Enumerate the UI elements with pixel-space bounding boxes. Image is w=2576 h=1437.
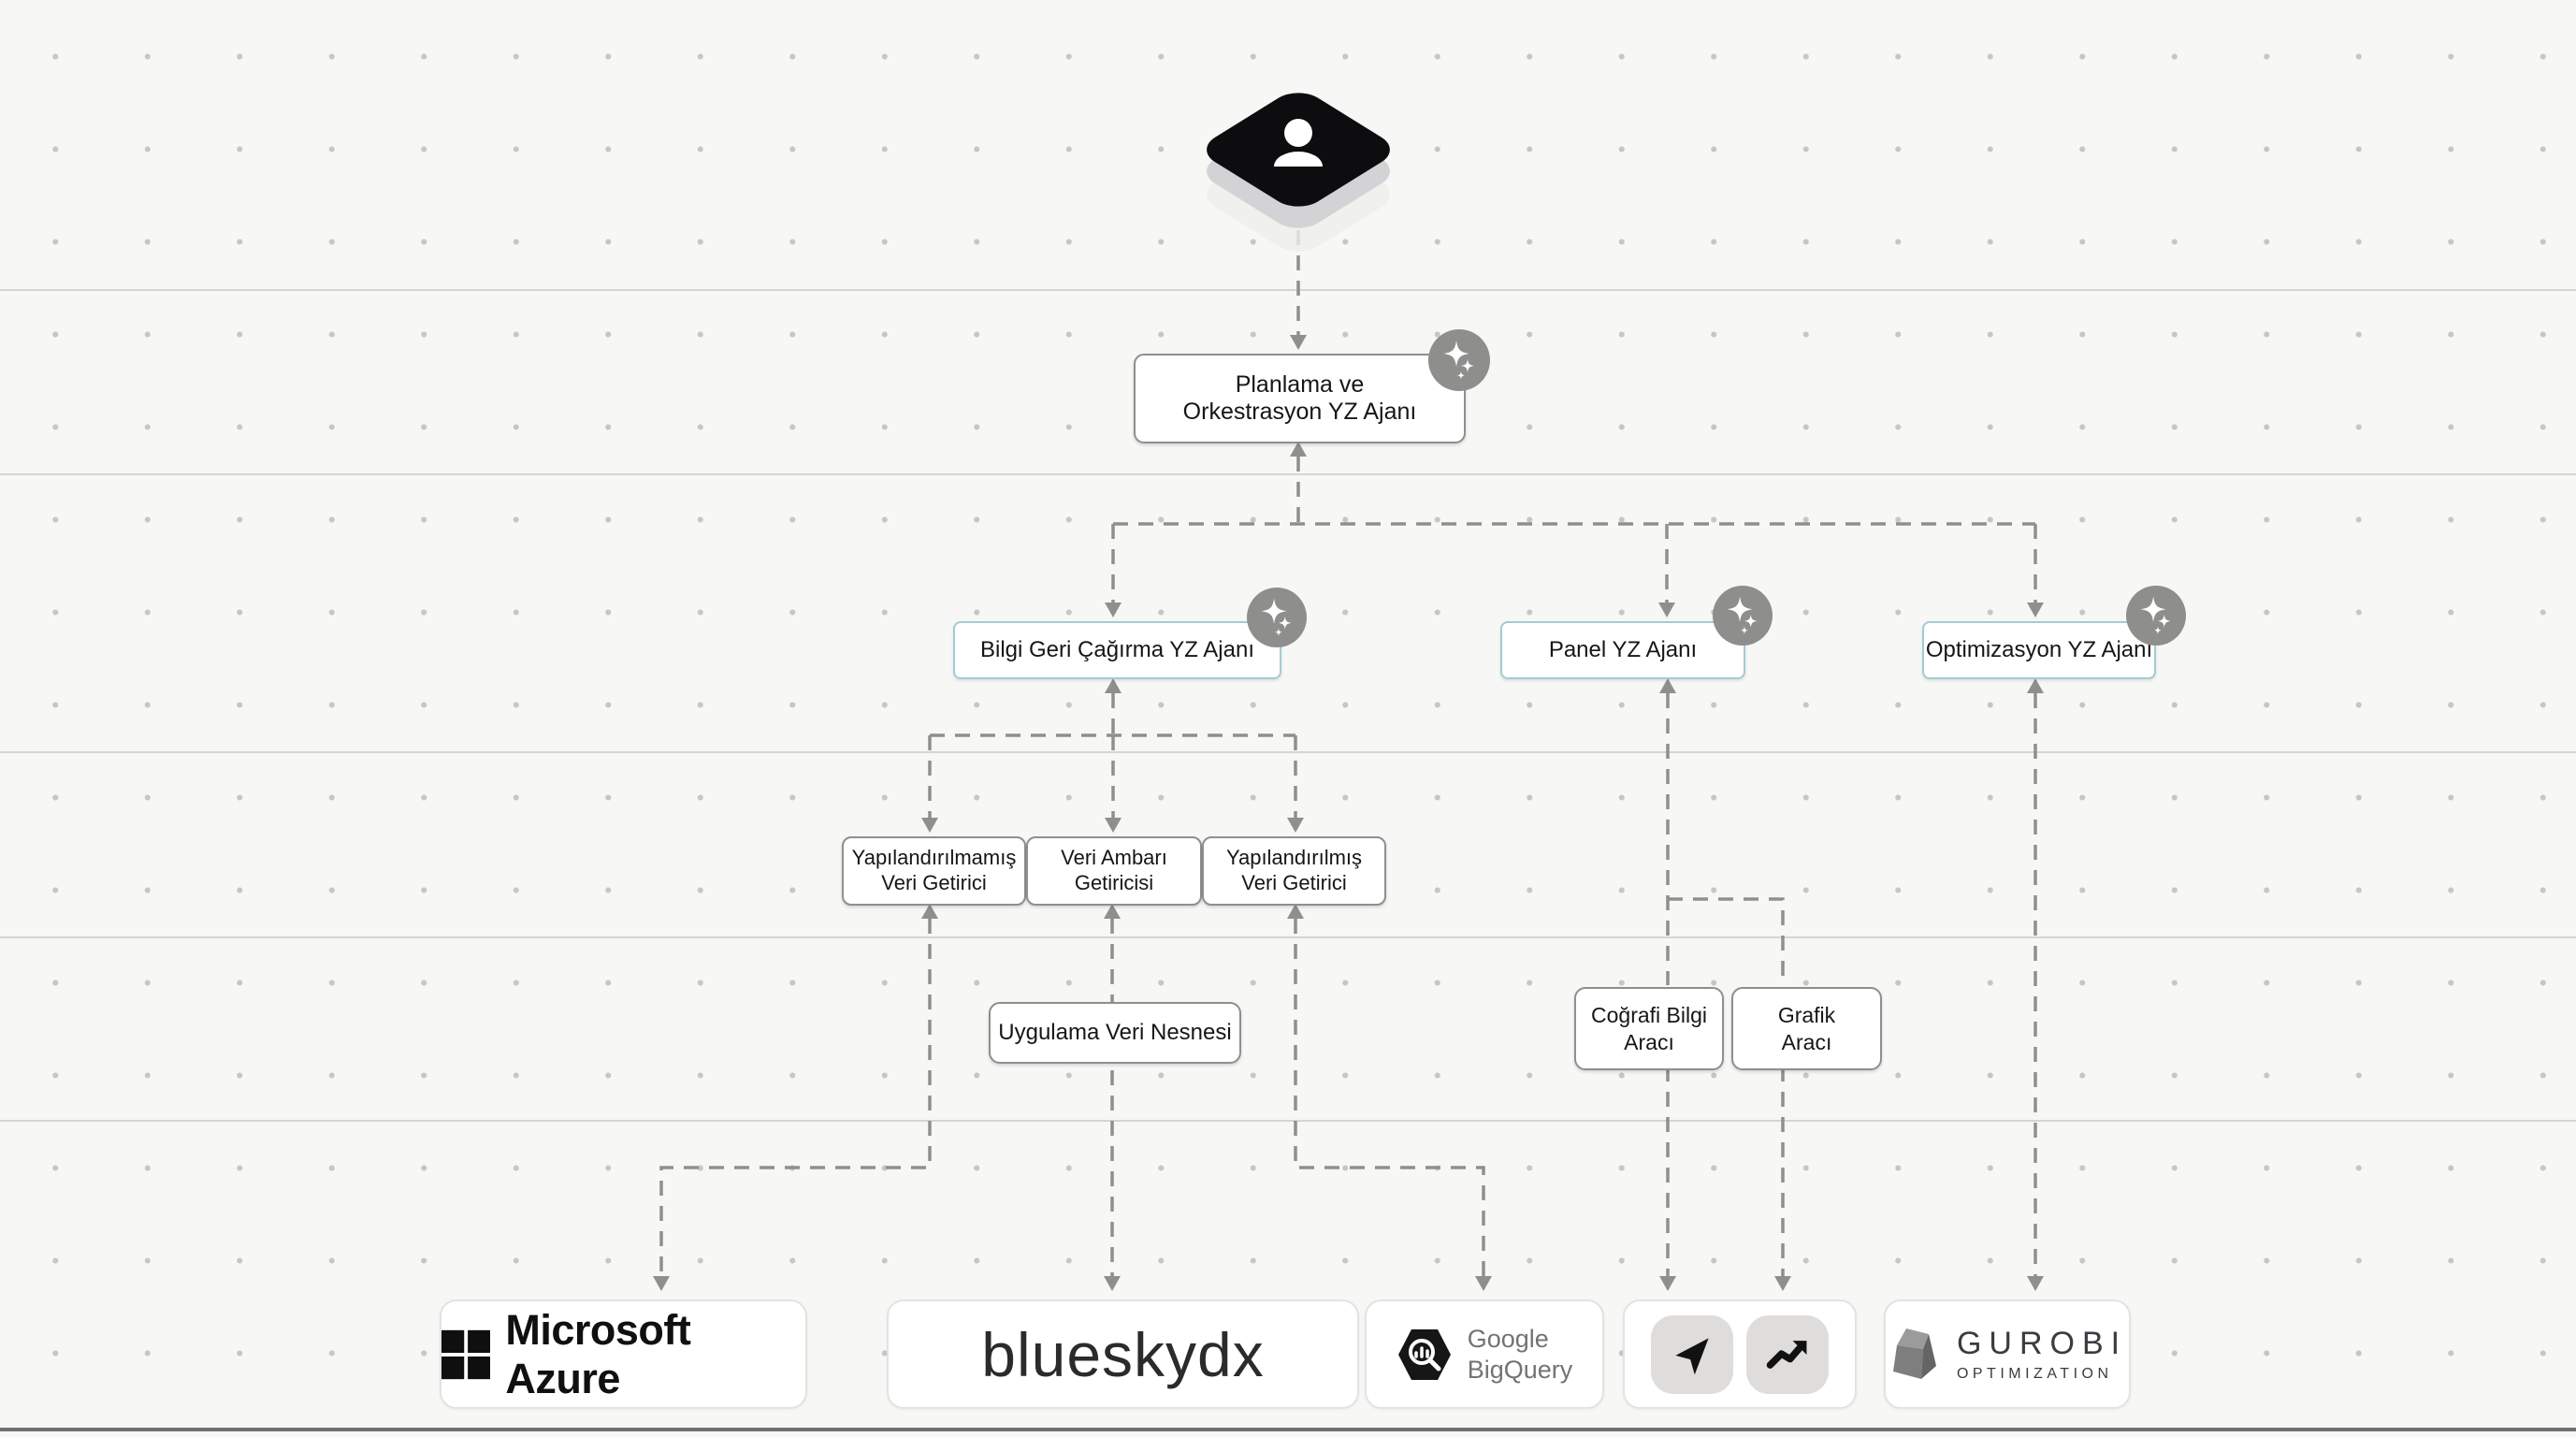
user-icon[interactable]: [1186, 45, 1411, 260]
microsoft-azure-card[interactable]: Microsoft Azure: [440, 1299, 807, 1409]
panel-agent-label: Panel YZ Ajanı: [1548, 636, 1698, 662]
connector-unstructured-to-azure: [659, 919, 932, 1276]
map-chart-tiles-card[interactable]: [1623, 1299, 1857, 1409]
orchestrator-agent-node[interactable]: Planlama ve Orkestrasyon YZ Ajanı: [1134, 354, 1466, 443]
gurobi-gem-icon: [1892, 1328, 1936, 1379]
fetcher-label: Getiricisi: [1074, 871, 1154, 894]
connector-panel-agent-to-tools: [1666, 693, 1785, 985]
google-bigquery-card[interactable]: Google BigQuery: [1365, 1299, 1604, 1409]
connector-structured-to-bigquery: [1294, 919, 1485, 1276]
warehouse-fetcher-node[interactable]: Veri Ambarı Getiricisi: [1026, 836, 1202, 906]
fetcher-label: Veri Ambarı: [1061, 846, 1167, 870]
connector-retrieval-agent-to-fetchers: [928, 693, 1297, 818]
navigation-icon: [1675, 1337, 1709, 1374]
unstructured-fetcher-node[interactable]: Yapılandırılmamış Veri Getirici: [842, 836, 1026, 906]
retrieval-agent-node[interactable]: Bilgi Geri Çağırma YZ Ajanı: [953, 621, 1281, 679]
bigquery-logo-text-line1: Google: [1467, 1324, 1549, 1353]
tool-label: Coğrafi Bilgi: [1591, 1002, 1707, 1027]
data-object-label: Uygulama Veri Nesnesi: [998, 1019, 1232, 1045]
application-data-object-node[interactable]: Uygulama Veri Nesnesi: [989, 1002, 1241, 1064]
connector-tools-to-tiles: [1666, 1067, 1785, 1276]
orchestrator-label-line1: Planlama ve: [1235, 370, 1365, 398]
microsoft-logo-icon: [441, 1329, 491, 1379]
tool-label: Aracı: [1781, 1029, 1832, 1054]
arrowheads: [653, 335, 2044, 1291]
fetcher-label: Yapılandırılmamış: [851, 846, 1017, 870]
section-rule: [0, 289, 2576, 291]
trending-up-icon: [1766, 1340, 1807, 1369]
trending-up-tile[interactable]: [1746, 1314, 1829, 1394]
geographic-info-tool-node[interactable]: Coğrafi Bilgi Aracı: [1574, 987, 1724, 1070]
gurobi-logo-subtext: OPTIMIZATION: [1956, 1366, 2113, 1382]
connector-orchestrator-to-agents: [1111, 457, 2037, 602]
sparkle-icon: [1428, 329, 1490, 391]
gurobi-card[interactable]: GUROBI OPTIMIZATION: [1884, 1299, 2131, 1409]
optimization-agent-label: Optimizasyon YZ Ajanı: [1925, 636, 2153, 662]
optimization-agent-node[interactable]: Optimizasyon YZ Ajanı: [1922, 621, 2156, 679]
chart-tool-node[interactable]: Grafik Aracı: [1731, 987, 1882, 1070]
bottom-edge-line: [0, 1428, 2576, 1431]
fetcher-label: Veri Getirici: [881, 871, 987, 894]
section-rule: [0, 751, 2576, 753]
orchestrator-label-line2: Orkestrasyon YZ Ajanı: [1182, 399, 1417, 425]
section-rule: [0, 473, 2576, 475]
panel-agent-node[interactable]: Panel YZ Ajanı: [1500, 621, 1745, 679]
blueskydx-card[interactable]: blueskydx: [887, 1299, 1359, 1409]
section-rule: [0, 1120, 2576, 1122]
tool-label: Aracı: [1624, 1029, 1674, 1054]
azure-logo-text: Microsoft Azure: [505, 1305, 691, 1402]
sparkle-icon: [2126, 586, 2186, 646]
bigquery-logo-text-line2: BigQuery: [1467, 1355, 1573, 1384]
sparkle-icon: [1713, 586, 1773, 646]
section-rule: [0, 936, 2576, 938]
blueskydx-logo-text: blueskydx: [981, 1319, 1265, 1389]
tool-label: Grafik: [1777, 1002, 1836, 1027]
retrieval-agent-label: Bilgi Geri Çağırma YZ Ajanı: [979, 636, 1254, 662]
structured-fetcher-node[interactable]: Yapılandırılmış Veri Getirici: [1202, 836, 1386, 906]
fetcher-label: Yapılandırılmış: [1225, 846, 1363, 870]
bigquery-hexagon-icon: [1397, 1328, 1451, 1380]
navigation-tile[interactable]: [1651, 1314, 1733, 1394]
gurobi-logo-text: GUROBI: [1956, 1326, 2128, 1361]
fetcher-label: Veri Getirici: [1241, 871, 1347, 894]
sparkle-icon: [1247, 588, 1307, 647]
